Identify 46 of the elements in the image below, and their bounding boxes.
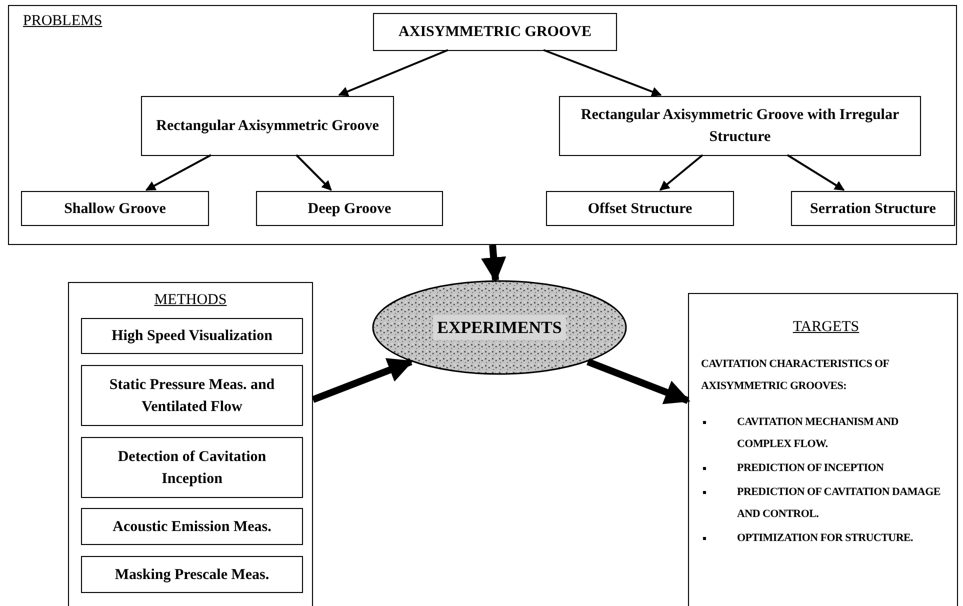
process-box [373,13,617,51]
process-box [791,191,955,226]
arrow [312,358,414,403]
list-item: CAVITATION MECHANISM AND COMPLEX FLOW. [737,414,900,452]
targets-panel [688,293,958,606]
process-box [81,365,303,426]
list-item: PREDICTION OF INCEPTION [737,460,884,476]
node-label: Acoustic Emission Meas. [112,518,272,536]
process-box [81,437,303,498]
process-box [81,318,303,354]
experiments-ellipse [372,280,627,375]
node-label: High Speed Visualization [112,327,272,346]
list-item: OPTIMIZATION FOR STRUCTURE. [737,530,914,546]
arrow [659,154,704,191]
node-label: Serration Structure [810,200,936,218]
node-label: Offset Structure [588,200,692,218]
arrow [543,49,662,96]
process-box [546,191,734,226]
node-label: Rectangular Axisymmetric Groove [156,117,379,136]
node-label: Shallow Groove [64,200,166,218]
panel-heading: TARGETS [792,318,860,337]
methods-panel [68,282,313,606]
node-label: Static Pressure Meas. and Ventilated Flow [108,376,276,416]
node-label: Masking Prescale Meas. [114,566,270,584]
process-box [21,191,209,226]
process-box [141,96,394,156]
node-label: Detection of Cavitation Inception [116,448,268,488]
problems-panel [8,5,957,245]
node-label: AXISYMMETRIC GROOVE [398,23,592,42]
arrow [786,154,845,191]
arrow [586,358,690,404]
node-label: EXPERIMENTS [433,314,566,340]
node-label: Rectangular Axisymmetric Groove with Irregular Structure [580,106,900,147]
list-item: PREDICTION OF CAVITATION DAMAGE AND CONTROL. [737,484,942,522]
process-box [256,191,443,226]
node-label: Deep Groove [308,200,392,218]
process-box [559,96,921,156]
arrow [481,244,506,283]
arrow [145,154,212,191]
panel-heading: METHODS [154,291,227,310]
process-box [81,508,303,545]
panel-heading: PROBLEMS [23,12,102,31]
list-intro: CAVITATION CHARACTERISTICS OF AXISYMMETRIC GROOVES: [701,356,890,394]
arrow [338,49,448,96]
process-box [81,556,303,593]
arrow [296,154,332,191]
